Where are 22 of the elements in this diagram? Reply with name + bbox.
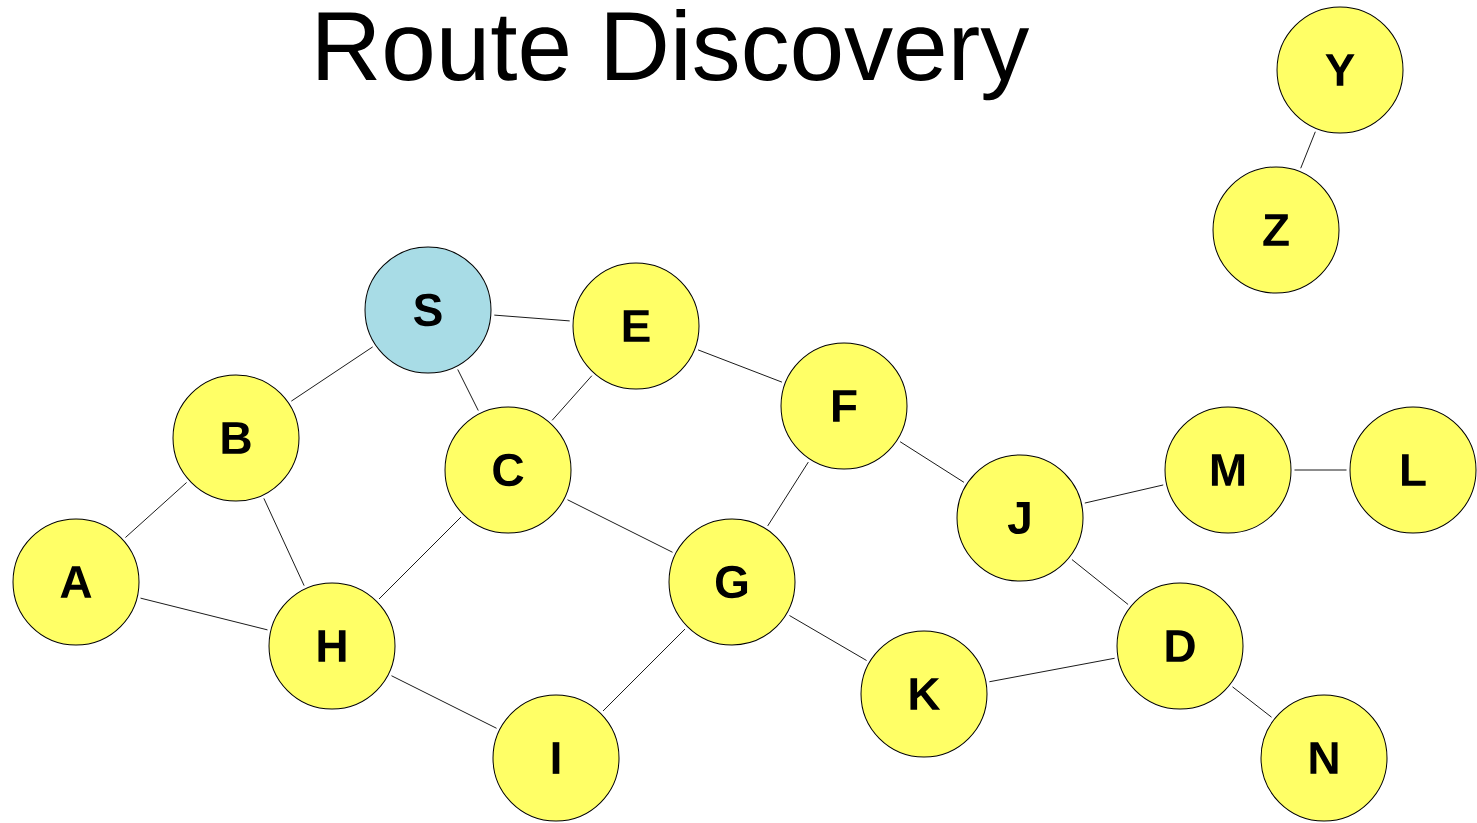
- link-line: [1232, 686, 1272, 718]
- link-line: [1294, 469, 1347, 471]
- link-line: [125, 482, 188, 538]
- link-line: [457, 369, 479, 411]
- link-line: [767, 461, 809, 527]
- link-line: [140, 597, 268, 631]
- link-line: [789, 615, 868, 661]
- link-line: [290, 346, 374, 402]
- link-line: [263, 497, 305, 587]
- link-line: [697, 349, 783, 383]
- link-line: [899, 441, 965, 483]
- link-line: [1084, 484, 1164, 504]
- link-line: [493, 314, 571, 322]
- link-line: [1071, 559, 1129, 605]
- link-line: [551, 375, 593, 421]
- link-line: [988, 657, 1116, 683]
- title: Route Discovery: [318, 9, 1030, 101]
- link-line: [391, 675, 497, 729]
- link-line: [1300, 131, 1316, 169]
- link-line: [567, 499, 673, 553]
- link-line: [602, 628, 686, 712]
- link-line: [378, 516, 462, 600]
